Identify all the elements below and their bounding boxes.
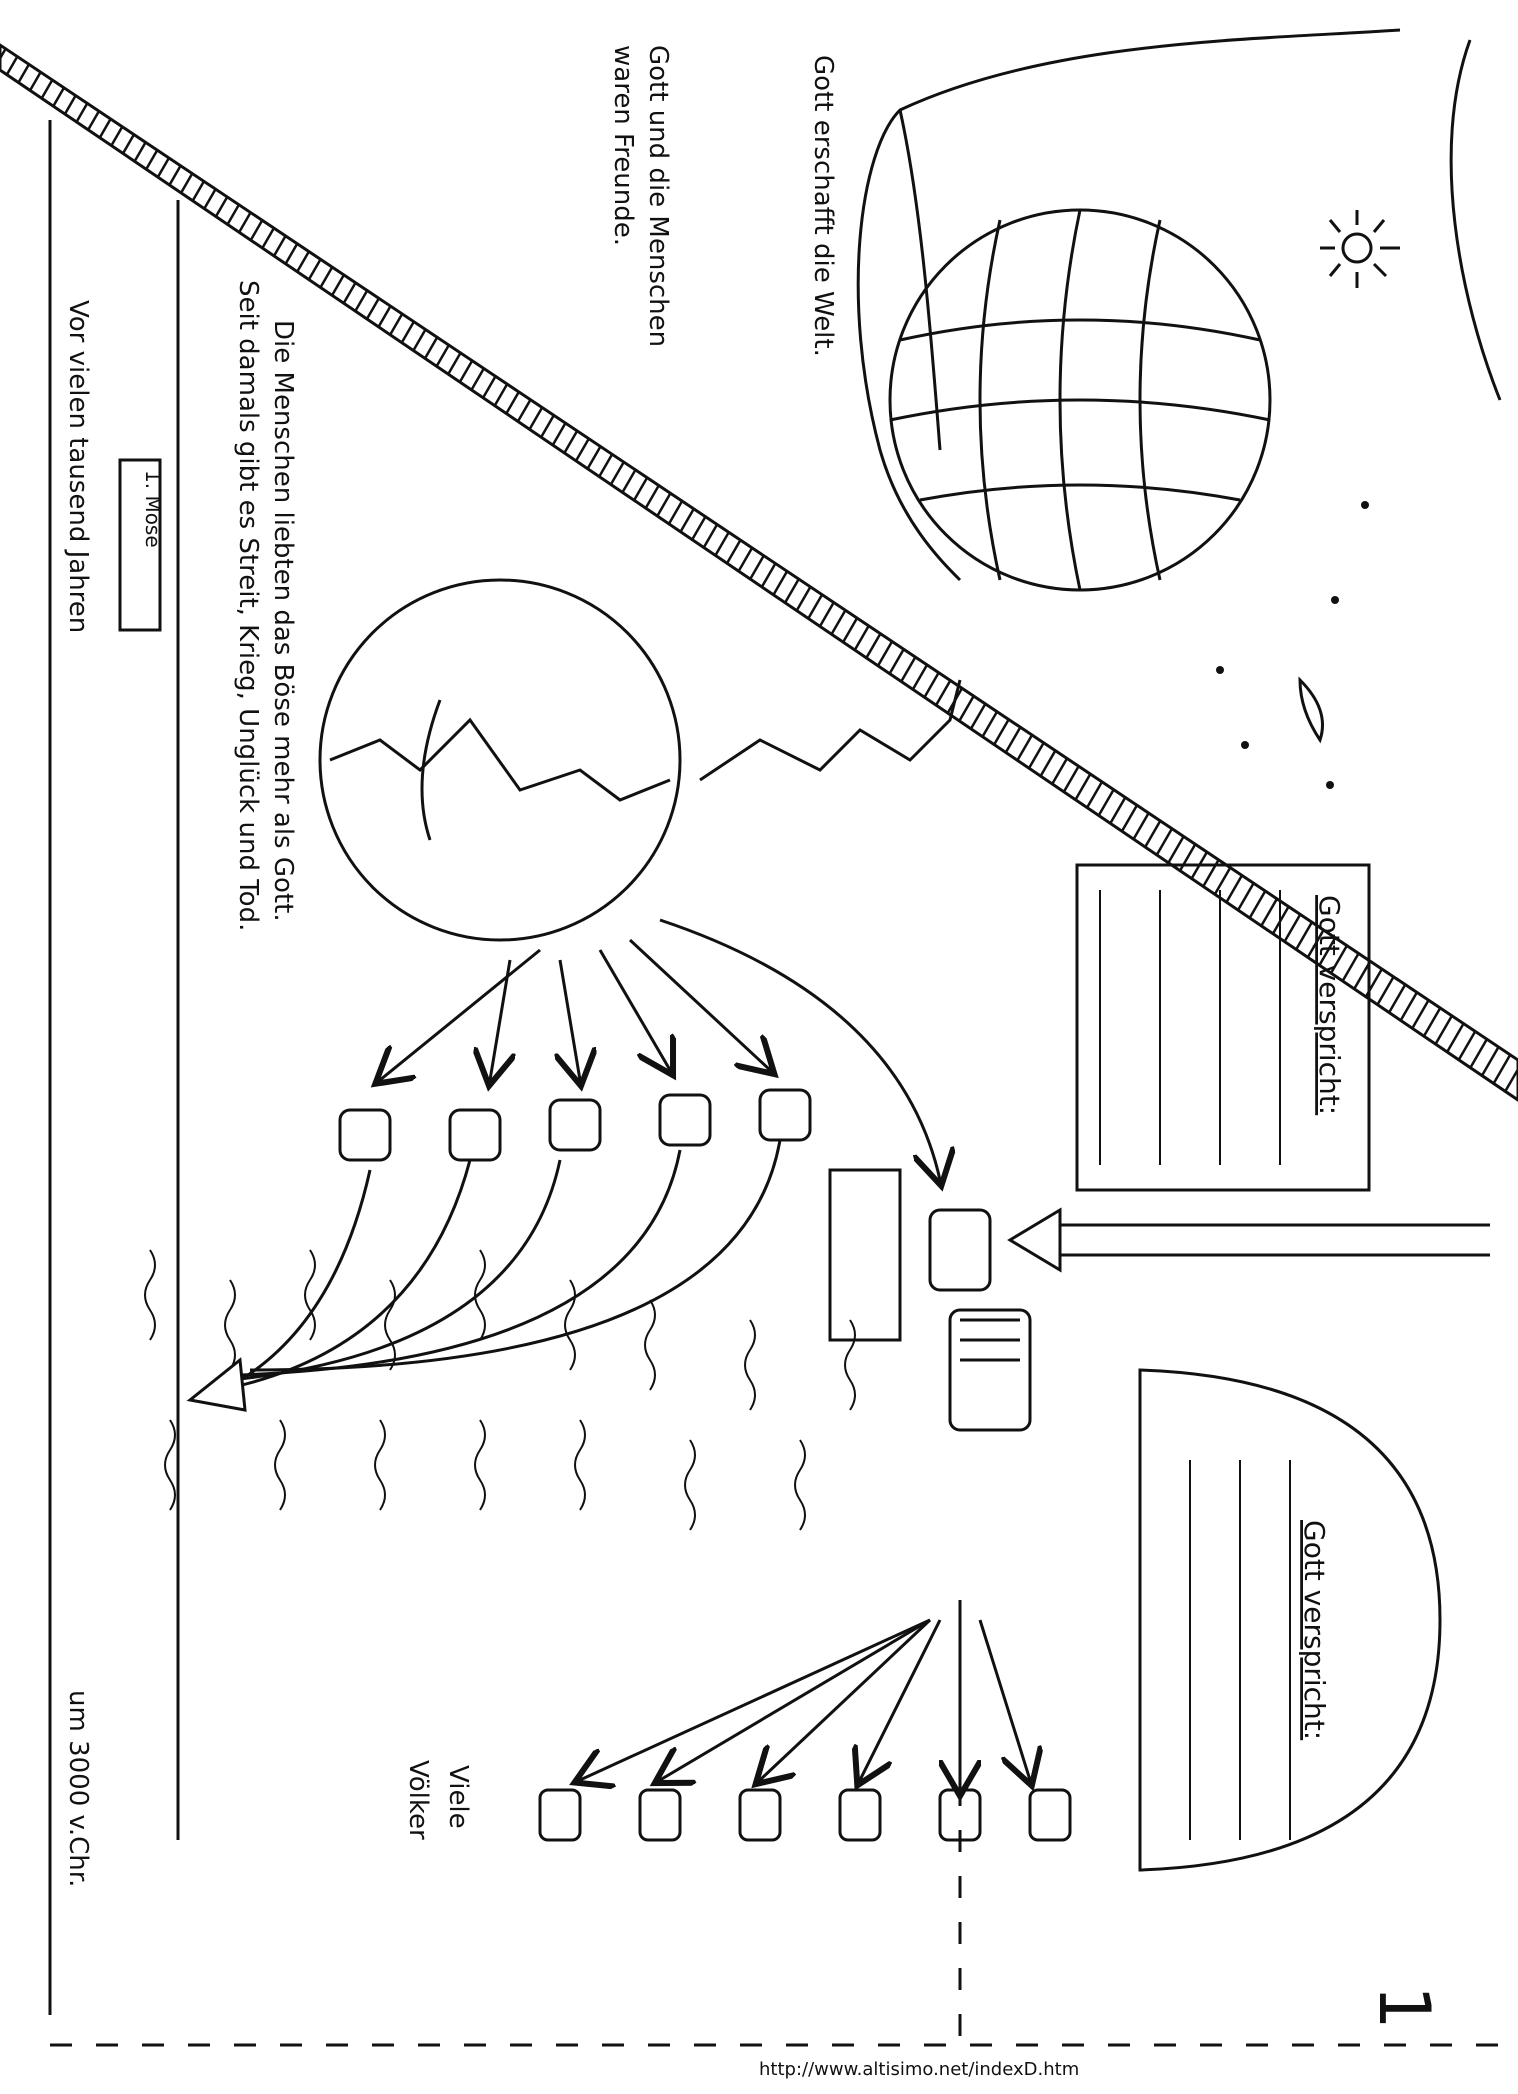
promise-box-2-title: Gott verspricht: (1298, 1520, 1331, 1740)
book-label: 1. Mose (141, 470, 165, 548)
friends-caption-line2: waren Freunde. (608, 45, 638, 246)
promise-box-1-title: Gott verspricht: (1313, 895, 1346, 1115)
friends-caption-line1: Gott und die Menschen (643, 45, 673, 347)
peoples-figures (538, 1788, 1072, 1842)
creation-caption: Gott erschafft die Welt. (808, 55, 838, 357)
flood-waves (144, 1249, 856, 1531)
page-number: 1 (1363, 1985, 1445, 2030)
evil-caption-line1: Die Menschen liebten das Böse mehr als G… (268, 320, 298, 922)
many-peoples-line1: Viele (443, 1765, 473, 1829)
diagonal-band (0, 43, 1518, 1102)
book-icon (118, 458, 162, 632)
star-icons (1216, 501, 1369, 789)
sun-icon (1320, 210, 1400, 288)
many-peoples-line2: Völker (403, 1760, 433, 1840)
promise-box-2 (1138, 1368, 1442, 1872)
timeline-axis (48, 120, 180, 2015)
globe-broken (318, 578, 682, 942)
people-figures (338, 1088, 812, 1162)
promise-box-1 (1075, 863, 1371, 1192)
family-figures (928, 1208, 992, 1292)
peoples-arrows (580, 1618, 1030, 1790)
hand-illustration (856, 28, 1502, 582)
footer-url[interactable]: http://www.altisimo.net/indexD.htm (759, 2059, 1079, 2080)
arrows-to-people (380, 918, 940, 1180)
timeline-end-label: um 3000 v.Chr. (63, 1690, 93, 1887)
lightning-line (699, 679, 962, 782)
evil-caption-line2: Seit damals gibt es Streit, Krieg, Unglü… (233, 280, 263, 931)
globe-creation (888, 208, 1272, 592)
dashed-separators (50, 1600, 1500, 2047)
moon-icon (1298, 676, 1324, 744)
arrow-from-right (1007, 1207, 1490, 1273)
answer-box[interactable] (828, 1168, 902, 1342)
ark-illustration (948, 1308, 1032, 1432)
flood-arrow (186, 1139, 782, 1412)
timeline-start-label: Vor vielen tausend Jahren (63, 300, 93, 633)
